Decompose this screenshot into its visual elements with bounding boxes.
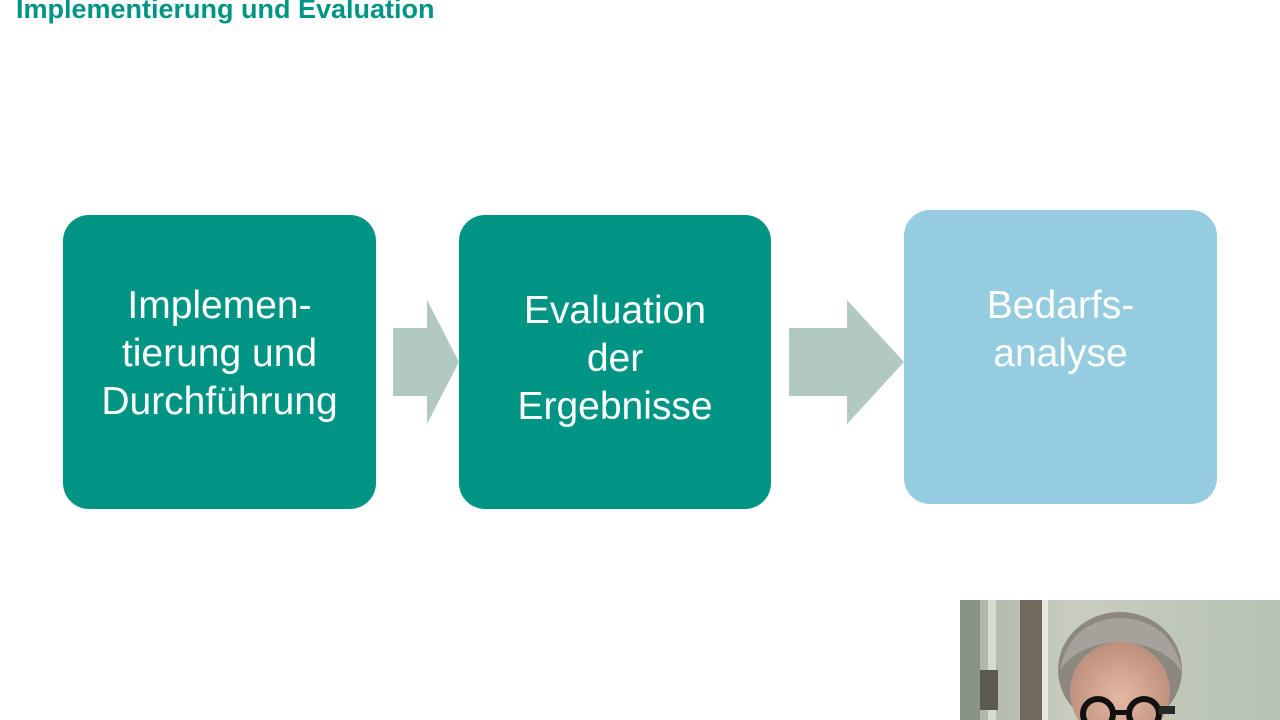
step-box-evaluation: Evaluation der Ergebnisse <box>459 215 771 509</box>
presenter-webcam <box>960 600 1280 720</box>
step-box-implementation: Implemen- tierung und Durchführung <box>63 215 376 509</box>
step-label-needs-analysis: Bedarfs- analyse <box>986 284 1135 375</box>
step-label-implementation: Implemen- tierung und Durchführung <box>101 284 338 423</box>
slide-title: Implementierung und Evaluation <box>16 0 435 24</box>
arrow-right-icon <box>789 300 904 424</box>
step-box-needs-analysis: Bedarfs- analyse <box>904 210 1217 504</box>
step-label-evaluation: Evaluation der Ergebnisse <box>517 289 713 428</box>
presenter-webcam-icon <box>960 600 1280 720</box>
arrow-right-icon <box>393 300 459 424</box>
